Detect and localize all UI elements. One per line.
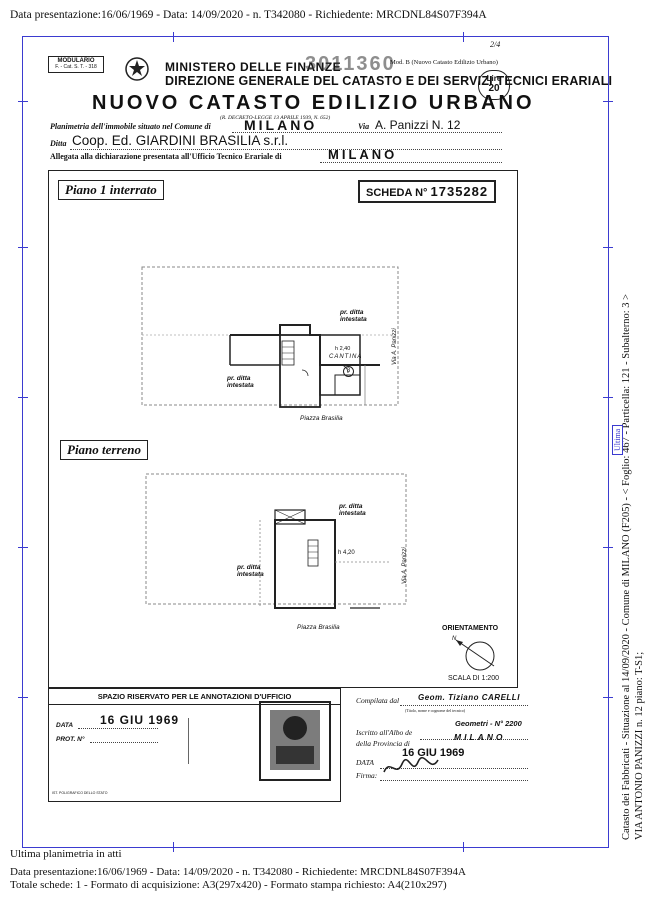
planimetry-underline <box>232 132 502 133</box>
titles-note: (Titolo, nome e cognome del tecnico) <box>405 708 466 713</box>
lire-value: 20 <box>488 83 500 94</box>
provincia-value: MILANO <box>454 732 506 742</box>
firma-underline <box>380 780 528 781</box>
iscritto-underline <box>420 739 528 740</box>
height-label-ground: h 4,20 <box>338 550 355 556</box>
comune-value: MILANO <box>244 117 318 133</box>
footer-line-2: Totale schede: 1 - Formato di acquisizio… <box>10 879 447 891</box>
orientation-label: ORIENTAMENTO <box>442 625 499 632</box>
via-label: Via <box>358 122 370 131</box>
compiler-date-value: 16 GIU 1969 <box>402 747 465 759</box>
ditta-value: Coop. Ed. GIARDINI BRASILIA s.r.l. <box>72 133 289 148</box>
plan-frame <box>48 170 518 688</box>
other-owner-label-1: pr. ditta intestata <box>340 309 367 323</box>
annotation-date-value: 16 GIU 1969 <box>100 713 180 727</box>
model-note: Mod. B (Nuovo Catasto Edilizio Urbano) <box>390 59 498 66</box>
compilata-underline <box>400 705 528 706</box>
form-title: NUOVO CATASTO EDILIZIO URBANO <box>92 92 535 114</box>
stamp-number: 3011360 <box>305 53 396 75</box>
allegata-label: Allegata alla dichiarazione presentata a… <box>50 152 282 161</box>
prot-label: PROT. N° <box>56 736 85 743</box>
scheda-label: SCHEDA N° <box>366 187 428 199</box>
compiler-date-underline <box>380 768 528 769</box>
north-label: N <box>452 636 457 642</box>
street-label-ground: Piazza Brasilia <box>297 624 340 631</box>
modulario-label: MODULARIO <box>57 58 95 64</box>
signature-scribble-icon <box>383 756 439 773</box>
top-header-line: Data presentazione:16/06/1969 - Data: 14… <box>10 9 487 21</box>
lire-label: Lire <box>486 74 502 83</box>
ditta-label: Ditta <box>50 139 67 148</box>
annotations-title: SPAZIO RISERVATO PER LE ANNOTAZIONI D'UF… <box>49 689 340 705</box>
prot-underline <box>90 742 158 743</box>
room-number-badge: 3 <box>343 366 354 377</box>
modulario-code: F. - Cat. S. T. - 318 <box>55 64 97 70</box>
side-cadastral-line-1: Catasto dei Fabbricati - Situazione al 1… <box>621 293 632 840</box>
via-value: A. Panizzi N. 12 <box>375 118 461 132</box>
compiler-date-label: DATA <box>356 758 374 767</box>
ditta-underline <box>70 149 502 150</box>
allegata-value: MILANO <box>328 147 398 162</box>
allegata-underline <box>320 162 502 163</box>
decree-note: (R. DECRETO-LEGGE 13 APRILE 1939, N. 652… <box>220 115 331 121</box>
lire-badge: Lire 20 <box>478 70 510 100</box>
street-side-basement: Via A. Panizzi <box>392 328 398 365</box>
scheda-box: SCHEDA N° 1735282 <box>358 180 497 203</box>
scheda-number: 1735282 <box>430 184 489 199</box>
other-owner-label-4: pr. ditta intestata <box>237 564 264 578</box>
cantina-label: CANTINA <box>329 354 363 360</box>
basement-floor-plan <box>141 266 399 408</box>
official-seal-icon <box>259 701 331 781</box>
date-underline <box>78 728 158 729</box>
iscritto-label: Iscritto all'Albo de <box>356 728 413 737</box>
provincia-label: della Provincia di <box>356 739 410 748</box>
annotation-divider <box>188 718 189 764</box>
compilata-value: Geom. Tiziano CARELLI <box>418 693 520 702</box>
firma-label: Firma: <box>356 771 378 780</box>
republic-emblem-icon <box>124 56 150 82</box>
side-ultima-box: Ultima <box>612 424 623 455</box>
direction-title: DIREZIONE GENERALE DEL CATASTO E DEI SER… <box>165 74 613 88</box>
street-side-ground: Via A. Panizzi <box>402 547 408 584</box>
compilata-label: Compilata dal <box>356 696 400 705</box>
floor-label-ground: Piano terreno <box>60 440 149 460</box>
scale-label: SCALA DI 1:200 <box>448 675 499 682</box>
office-annotations-box: SPAZIO RISERVATO PER LE ANNOTAZIONI D'UF… <box>48 688 341 802</box>
sheet-frame <box>18 32 613 852</box>
planimetry-label: Planimetria dell'immobile situato nel Co… <box>50 122 211 131</box>
iscritto-value: Geometri - N° 2200 <box>455 719 522 728</box>
height-label-basement: h 2,40 <box>335 346 351 352</box>
street-label-basement: Piazza Brasilia <box>300 415 343 422</box>
other-owner-label-2: pr. ditta intestata <box>227 375 254 389</box>
last-plan-note: Ultima planimetria in atti <box>10 848 122 860</box>
other-owner-label-3: pr. ditta intestata <box>339 503 366 517</box>
footer-line-1: Data presentazione:16/06/1969 - Data: 14… <box>10 866 466 878</box>
side-cadastral-line-2: VIA ANTONIO PANIZZI n. 12 piano: T-S1; <box>634 651 645 840</box>
annotation-date-label: DATA <box>56 722 74 729</box>
ground-floor-plan <box>145 473 407 609</box>
page-marker: 2/4 <box>490 40 501 49</box>
printer-note: IST. POLIGRAFICO DELLO STATO <box>52 791 108 795</box>
modulario-box: MODULARIO F. - Cat. S. T. - 318 <box>48 56 104 73</box>
floor-label-basement: Piano 1 interrato <box>58 180 164 200</box>
ministry-title: MINISTERO DELLE FINANZE <box>165 60 342 74</box>
north-arrow-icon <box>455 639 495 671</box>
